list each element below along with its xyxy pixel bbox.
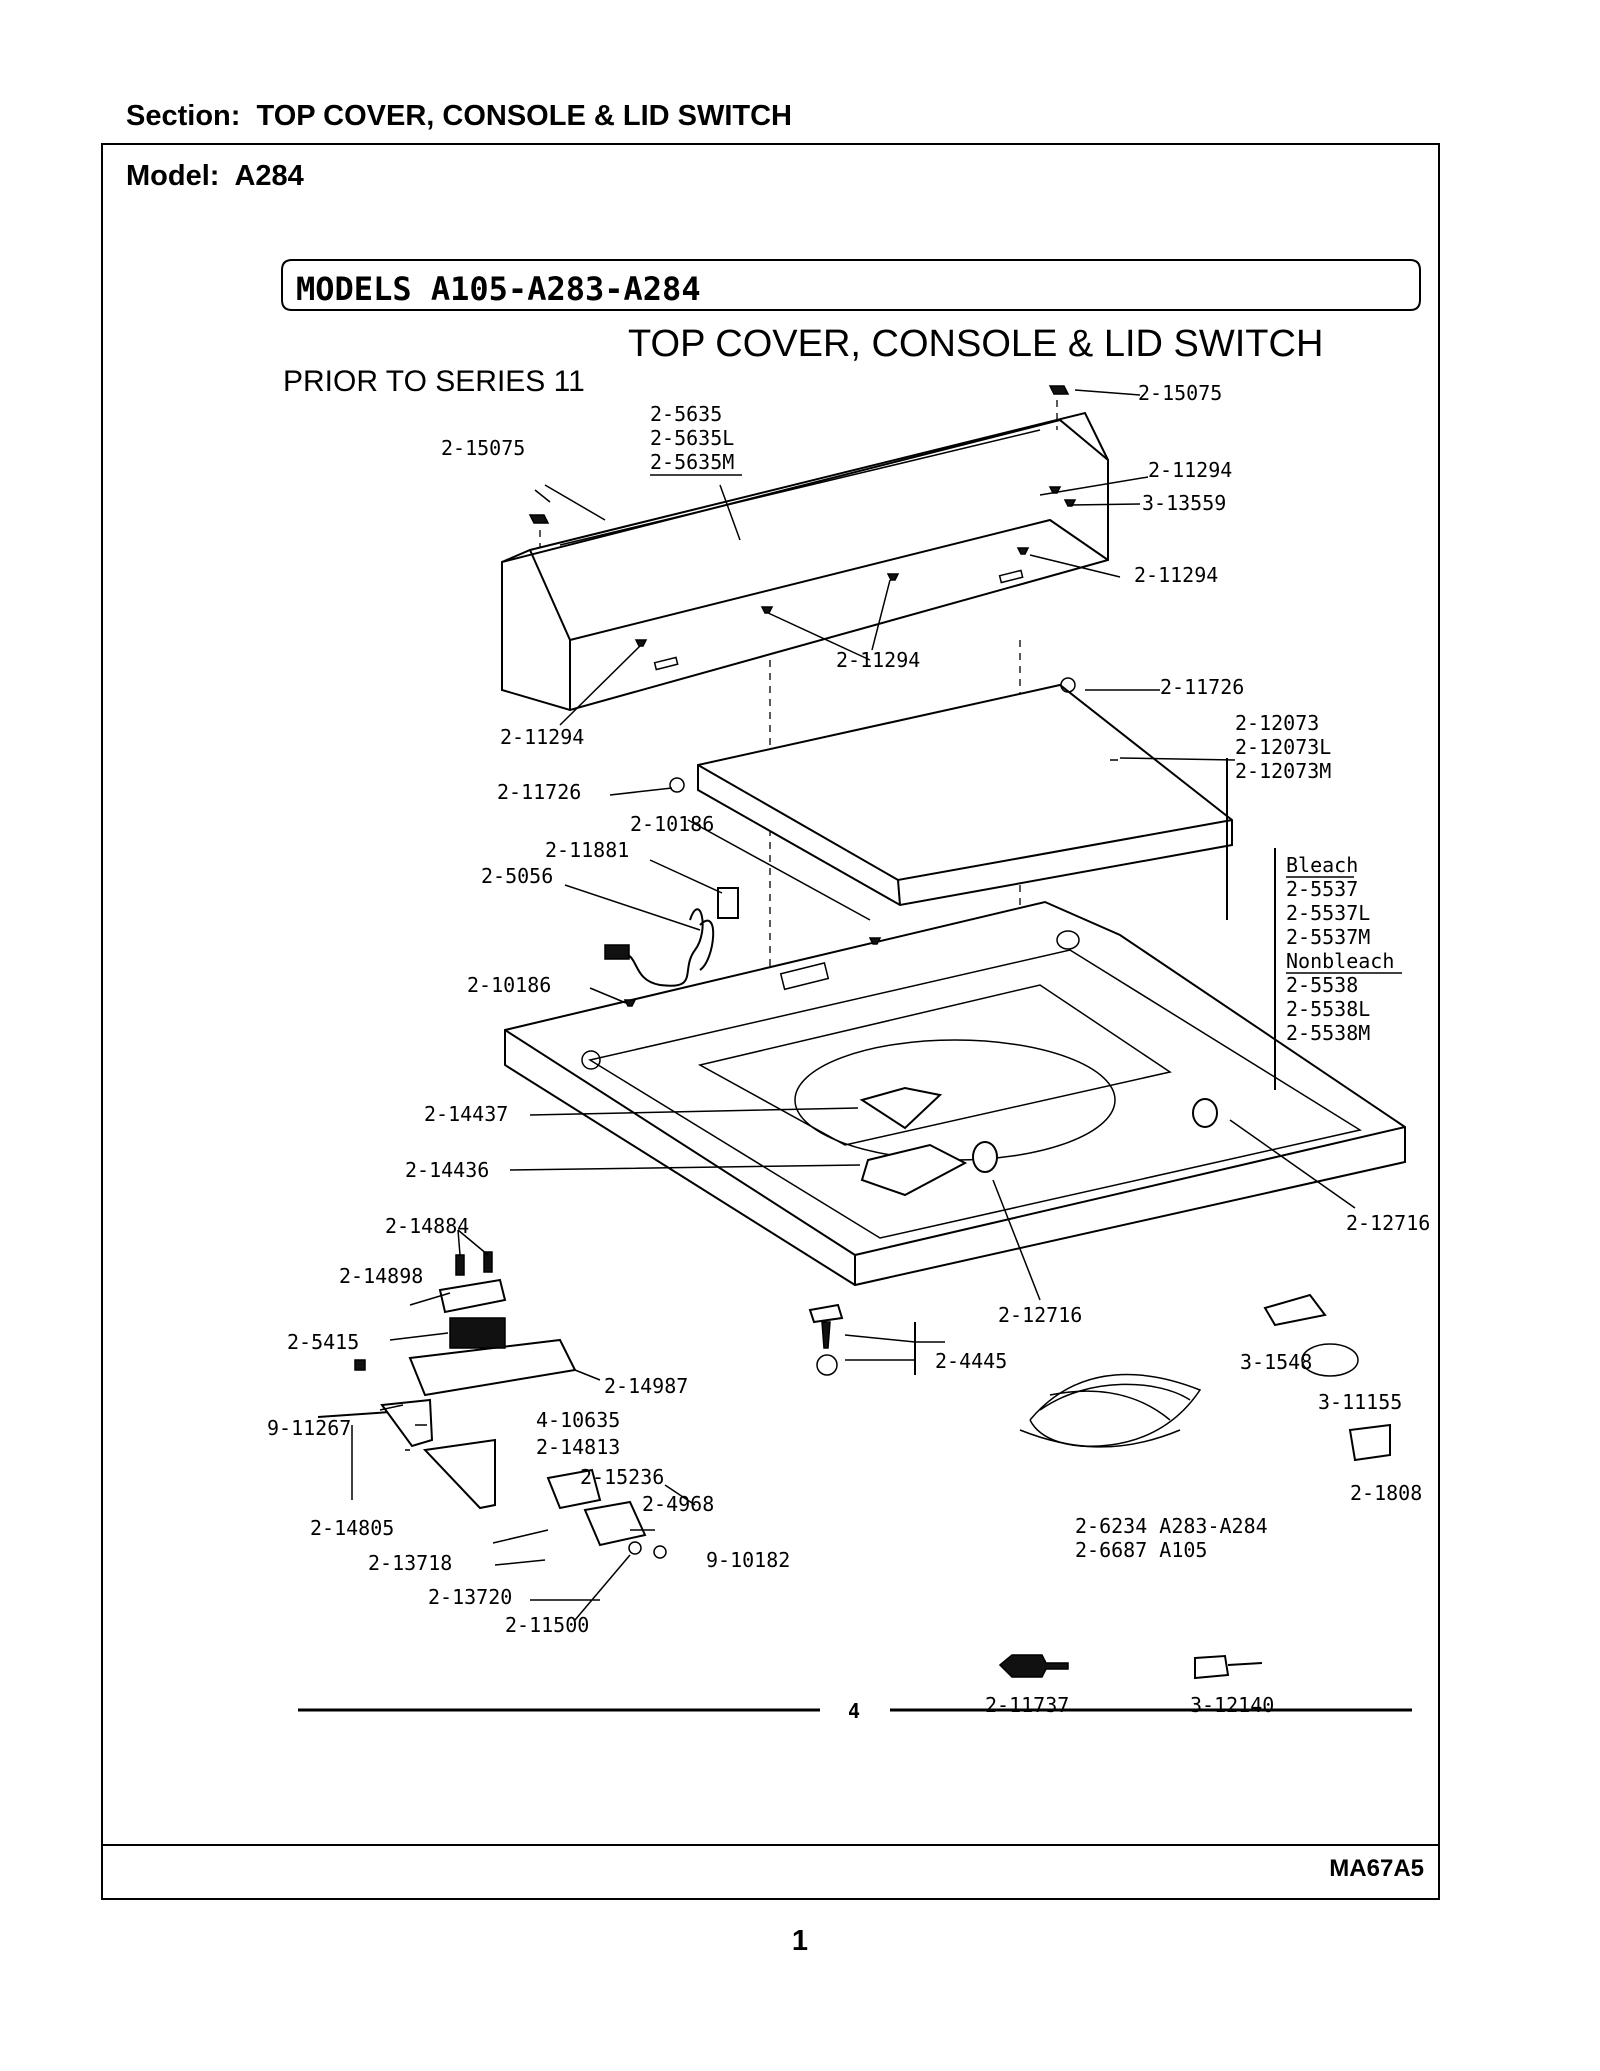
ring-icon: [1301, 1343, 1359, 1377]
part-label: 2-14884: [385, 1214, 469, 1238]
part-label: Bleach: [1286, 853, 1358, 877]
part-label: 2-12073: [1235, 711, 1319, 735]
part-label: 2-14813: [536, 1435, 620, 1459]
part-label: 2-15236: [580, 1465, 664, 1489]
part-label: 2-12716: [998, 1303, 1082, 1327]
part-label: 2-14436: [405, 1158, 489, 1182]
models-banner-text: MODELS A105-A283-A284: [296, 270, 701, 308]
part-label: 2-5537L: [1286, 901, 1370, 925]
clip-icon: [1263, 1293, 1327, 1327]
part-label: 9-11267: [267, 1416, 351, 1440]
base-icon: [860, 1143, 968, 1197]
part-label: 2-13720: [428, 1585, 512, 1609]
page-marker: 4: [848, 1699, 860, 1723]
funnel-icon: [859, 1086, 943, 1130]
plug-icon: [972, 1141, 998, 1173]
part-label: 2-5056: [481, 864, 553, 888]
plug-icon-right: [1192, 1098, 1218, 1128]
part-label: 2-11294: [500, 725, 584, 749]
part-label: 2-15075: [1138, 381, 1222, 405]
bracket-icon-left: [528, 514, 550, 524]
part-label: 2-11294: [1148, 458, 1232, 482]
part-label: 3-1548: [1240, 1350, 1312, 1374]
part-label: 2-5537M: [1286, 925, 1370, 949]
screw-4445-icon: [808, 1303, 844, 1376]
part-label: 2-5415: [287, 1330, 359, 1354]
part-label: 2-10186: [467, 973, 551, 997]
part-label: 2-6234 A283-A284: [1075, 1514, 1268, 1538]
console-screw-icons: [634, 486, 1077, 647]
part-label: 2-4968: [642, 1492, 714, 1516]
page-number: 1: [791, 1925, 809, 1957]
section-heading: Section: TOP COVER, CONSOLE & LID SWITCH: [126, 100, 792, 133]
leader-lines: [351, 389, 1356, 1621]
part-label: 2-12073M: [1235, 759, 1331, 783]
connector-icon: [1348, 1423, 1391, 1462]
part-label: 2-11294: [1134, 563, 1218, 587]
top-cover: [504, 900, 1406, 1287]
diagram-frame: [101, 143, 1440, 1900]
part-label: 2-12716: [1346, 1211, 1430, 1235]
part-label: 2-1808: [1350, 1481, 1422, 1505]
part-label: 2-5538M: [1286, 1021, 1370, 1045]
section-label: Section:: [126, 100, 241, 132]
part-label: 3-13559: [1142, 491, 1226, 515]
model-label: Model:: [126, 160, 220, 192]
part-label: 9-10182: [706, 1548, 790, 1572]
exploded-parts-diagram: MODELS A105-A283-A284 TOP COVER, CONSOLE…: [267, 259, 1430, 1723]
part-label: 2-11726: [497, 780, 581, 804]
part-label: 2-10186: [630, 812, 714, 836]
part-label: 2-14437: [424, 1102, 508, 1126]
terminal-icon-11737: [998, 1654, 1069, 1678]
footer-divider: [101, 1844, 1440, 1846]
part-label: 2-14898: [339, 1264, 423, 1288]
part-label: Nonbleach: [1286, 949, 1394, 973]
part-label: 2-11294: [836, 648, 920, 672]
part-label: 2-14805: [310, 1516, 394, 1540]
model-value: A284: [234, 160, 304, 192]
part-label: 2-6687 A105: [1075, 1538, 1207, 1562]
part-label: 2-12073L: [1235, 735, 1331, 759]
lid-switch-assembly: [317, 1251, 667, 1559]
wire-harness-icon: [1019, 1373, 1202, 1448]
part-label: 2-5635L: [650, 426, 734, 450]
lid-panel: [669, 677, 1233, 907]
part-label: 3-11155: [1318, 1390, 1402, 1414]
part-label: 2-11500: [505, 1613, 589, 1637]
part-label: 2-13718: [368, 1551, 452, 1575]
part-label: 2-4445: [935, 1349, 1007, 1373]
document-number: MA67A5: [1329, 1855, 1424, 1882]
bracket-icon-right: [1048, 385, 1070, 395]
section-value: TOP COVER, CONSOLE & LID SWITCH: [256, 100, 792, 132]
part-label: 2-11737: [985, 1693, 1069, 1717]
part-label: 2-11726: [1160, 675, 1244, 699]
series-note: PRIOR TO SERIES 11: [283, 365, 585, 398]
part-label: 3-12140: [1190, 1693, 1274, 1717]
lid-switch-harness: [604, 887, 739, 987]
model-heading: Model: A284: [126, 160, 304, 193]
part-label: 2-15075: [441, 436, 525, 460]
part-label: 2-5635: [650, 402, 722, 426]
part-label: 2-5537: [1286, 877, 1358, 901]
console-panel: [501, 411, 1109, 712]
part-label: 2-5538: [1286, 973, 1358, 997]
terminal-icon-12140: [1194, 1654, 1263, 1680]
part-label: 2-5635M: [650, 450, 734, 474]
part-label: 2-14987: [604, 1374, 688, 1398]
part-label: 4-10635: [536, 1408, 620, 1432]
part-label: 2-5538L: [1286, 997, 1370, 1021]
part-label: 2-11881: [545, 838, 629, 862]
models-banner-box: [281, 259, 1421, 311]
diagram-title: TOP COVER, CONSOLE & LID SWITCH: [628, 323, 1323, 365]
